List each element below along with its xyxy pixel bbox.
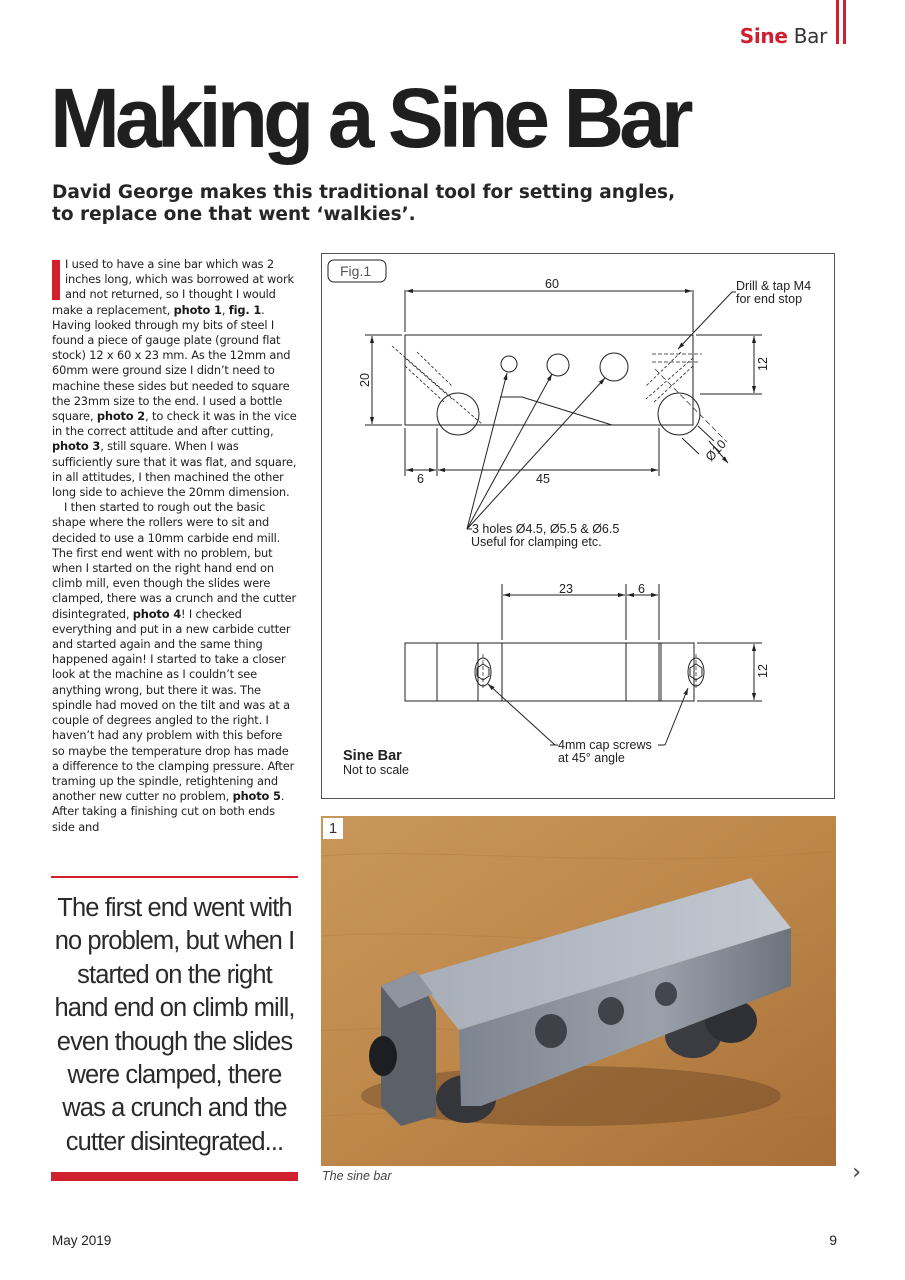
body-text-run: I used to have a sine bar which was 2 in… [52,257,294,317]
drop-cap-marker [52,260,60,300]
standfirst: David George makes this traditional tool… [52,182,676,225]
body-text-run: , still square. When I was sufficiently … [52,439,297,500]
dimension-12-bottom: 12 [756,664,770,678]
photo-caption: The sine bar [322,1169,392,1183]
screws-note-line1: 4mm cap screws [558,738,652,752]
page-number: 9 [829,1232,837,1248]
pull-quote-rule-bottom [51,1172,298,1181]
holes-note-line1: 3 holes Ø4.5, Ø5.5 & Ø6.5 [472,522,619,536]
photo-reference: photo 3 [52,439,101,454]
drawing-canvas: Fig.1 60 Drill & tap M4 for end stop 20 … [327,259,811,777]
front-view-body [404,334,694,426]
photo-sine-bar [320,816,837,1166]
hole-small [500,355,518,373]
paragraph: I used to have a sine bar which was 2 in… [52,257,298,500]
body-text-run: , [221,302,229,317]
figure-label: Fig.1 [340,263,371,279]
roller-right [657,392,701,436]
pull-quote: The first end went with no problem, but … [54,894,295,1156]
body-text-run: ! I checked everything and put in a new … [52,606,295,804]
photo-reference: photo 1 [173,302,222,317]
section-tag-strong: Sine [739,24,788,48]
article-body: I used to have a sine bar which was 2 in… [52,257,298,853]
figure-label-box [327,259,387,283]
photo-reference: photo 2 [96,409,146,424]
header-accent-rule [843,0,846,44]
body-text-run: I then started to rough out the basic sh… [52,500,297,621]
dimension-12-top: 12 [756,357,770,371]
dimension-20: 20 [358,373,372,387]
section-tag: Sine Bar [739,24,828,48]
pull-quote-rule-top [51,876,298,878]
body-text-run: . Having looked through my bits of steel… [52,302,291,424]
photo-number-badge: 1 [323,818,343,839]
drill-note-line1: Drill & tap M4 [736,279,811,293]
bottom-view-body [404,642,695,702]
dimension-6-top: 6 [417,472,424,486]
next-page-arrow-icon[interactable]: › [852,1160,861,1185]
dimension-60: 60 [545,277,559,291]
holes-note-line2: Useful for clamping etc. [471,535,602,549]
photo-illustration [320,816,837,1166]
body-text-run: , to check it was in the vice in the cor… [52,409,297,439]
screws-note-line2: at 45° angle [558,751,625,765]
paragraph: I then started to rough out the basic sh… [52,500,298,834]
drawing-subtitle: Not to scale [343,763,409,777]
photo-reference: photo 5 [232,789,281,804]
page-title: Making a Sine Bar [50,71,694,165]
dimension-23: 23 [559,582,573,596]
roller-left [436,392,480,436]
header-accent-rule [836,0,839,44]
drill-note-line2: for end stop [736,292,802,306]
hole-medium [546,353,570,377]
figure-reference: fig. 1 [228,302,262,317]
photo-reference: photo 4 [132,606,181,621]
hole-large [599,352,629,382]
footer-date: May 2019 [52,1233,112,1248]
drawing-title: Sine Bar [343,748,402,764]
section-tag-light: Bar [793,24,828,48]
body-text-run: . After taking a finishing cut on both e… [52,789,285,834]
dimension-6-bottom: 6 [638,582,645,596]
dimension-45: 45 [536,472,550,486]
technical-drawing: Fig.1 60 Drill & tap M4 for end stop 20 … [321,253,835,799]
